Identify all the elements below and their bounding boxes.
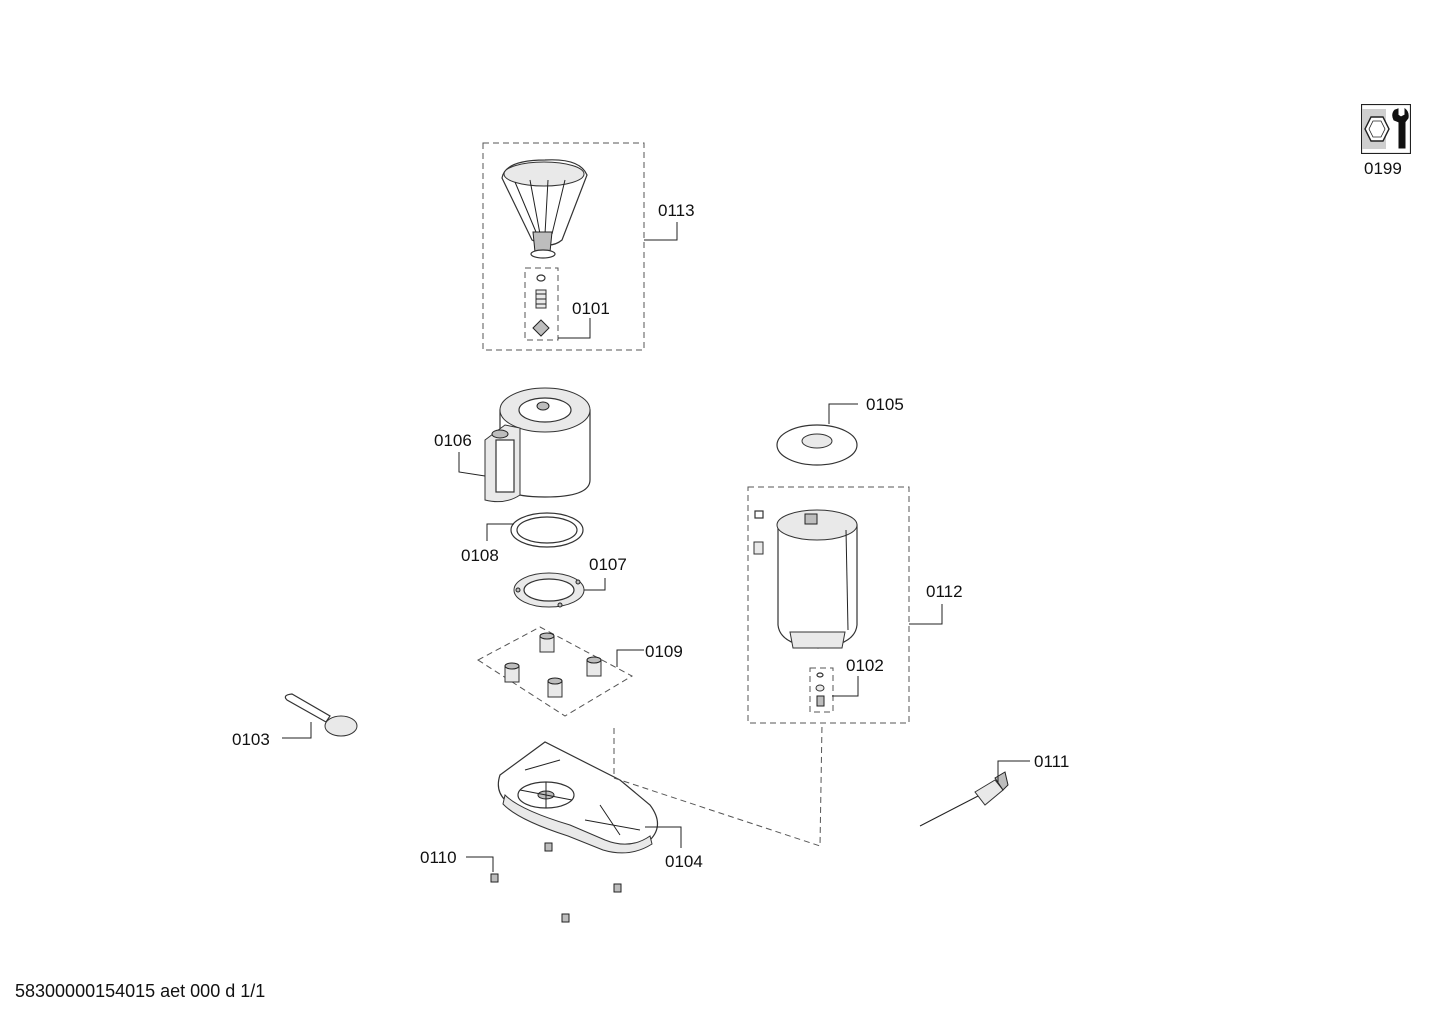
measuring-spoon-part-0103[interactable] — [282, 693, 358, 739]
part-label-0112[interactable]: 0112 — [926, 582, 963, 601]
nut-and-wrench-icon[interactable] — [1360, 103, 1412, 155]
part-label-0199[interactable]: 0199 — [1364, 159, 1402, 178]
assembly-connector-line — [613, 723, 823, 847]
filter-basket-part[interactable] — [501, 159, 588, 259]
part-label-0108[interactable]: 0108 — [461, 546, 499, 565]
thermal-jug-part-0106[interactable] — [458, 387, 591, 503]
tank-clips-part[interactable] — [753, 510, 764, 555]
part-label-0111[interactable]: 0111 — [1034, 752, 1070, 771]
gasket-plate-part-0107[interactable] — [513, 572, 606, 608]
part-label-0104[interactable]: 0104 — [665, 852, 703, 871]
appliance-base-part-0104[interactable] — [497, 741, 682, 854]
power-cord-part-0111[interactable] — [919, 760, 1030, 827]
part-label-0103[interactable]: 0103 — [232, 730, 270, 749]
part-label-0107[interactable]: 0107 — [589, 555, 627, 574]
part-label-0105[interactable]: 0105 — [866, 395, 904, 414]
water-tank-part[interactable] — [776, 509, 858, 649]
drip-stop-valve-part[interactable] — [532, 274, 550, 337]
seal-ring-part-0108[interactable] — [486, 512, 584, 548]
part-label-0109[interactable]: 0109 — [645, 642, 683, 661]
part-label-0113[interactable]: 0113 — [658, 201, 695, 220]
part-label-0106[interactable]: 0106 — [434, 431, 472, 450]
document-footer-code: 58300000154015 aet 000 d 1/1 — [15, 981, 266, 1001]
base-feet-part-0110[interactable] — [466, 842, 622, 923]
filter-basket-group-0113 — [482, 142, 678, 351]
tank-lid-part-0105[interactable] — [776, 403, 858, 466]
part-label-0102[interactable]: 0102 — [846, 656, 884, 675]
tank-valve-part[interactable] — [815, 672, 825, 707]
part-label-0101[interactable]: 0101 — [572, 299, 610, 318]
feet-group-0109 — [477, 626, 644, 717]
foot-part[interactable] — [504, 632, 602, 698]
water-tank-group-0112 — [747, 486, 943, 724]
part-label-0110[interactable]: 0110 — [420, 848, 457, 867]
